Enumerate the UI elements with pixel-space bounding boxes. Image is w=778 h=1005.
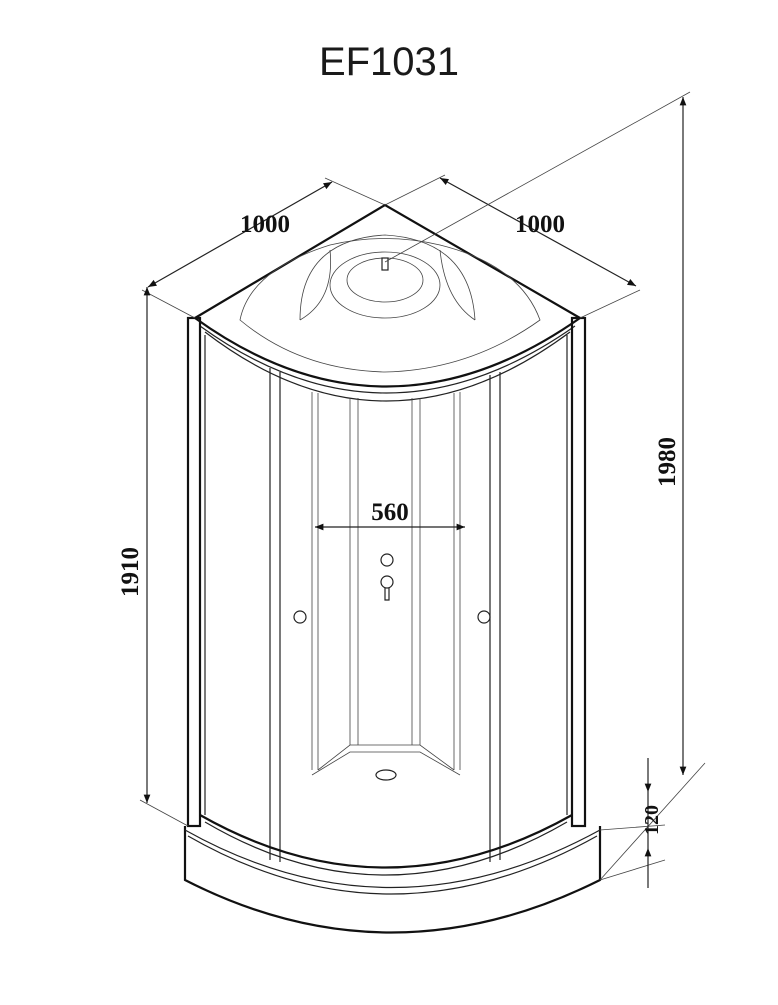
- dimension-total-height: [384, 91, 706, 881]
- shower-tray: [183, 826, 602, 934]
- door-handle-left-icon: [293, 610, 307, 624]
- dimension-tray-height: [599, 758, 666, 888]
- depth-left-label: 1000: [240, 211, 290, 238]
- dimension-depth-right: [384, 174, 641, 319]
- tray-height-label: 120: [641, 805, 663, 835]
- mixer-icon: [380, 553, 394, 601]
- drain-icon: [375, 769, 397, 781]
- cabin-frame: [186, 316, 587, 876]
- total-height-label: 1980: [654, 437, 681, 487]
- depth-right-label: 1000: [515, 211, 565, 238]
- dimension-depth-left: [141, 177, 386, 319]
- dimension-cabin-height: [139, 287, 189, 827]
- door-opening-label: 560: [371, 499, 409, 526]
- shower-head-icon: [381, 257, 389, 271]
- cabin-height-label: 1910: [117, 547, 144, 597]
- model-title: EF1031: [318, 40, 460, 84]
- door-handle-right-icon: [477, 610, 491, 624]
